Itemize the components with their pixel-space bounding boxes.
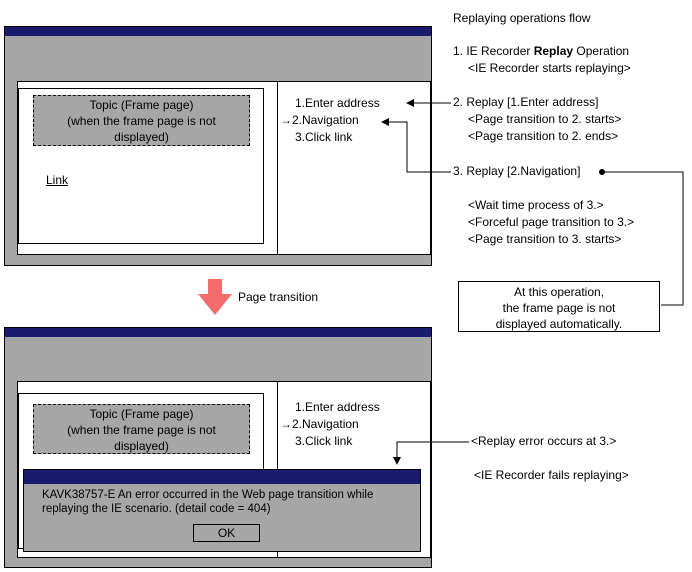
op-enter-address: 1.Enter address	[295, 400, 380, 414]
flow-step1-suffix: Operation	[573, 44, 630, 58]
flow-step2-sub1: <Page transition to 2. starts>	[468, 112, 622, 126]
flow-step2: 2. Replay [1.Enter address]	[453, 95, 599, 109]
flow-step1-bold: Replay	[533, 44, 574, 58]
replay-fail-text: <IE Recorder fails replaying>	[474, 468, 629, 482]
line-step3-to-callout	[602, 171, 684, 306]
browser-content-pane: Topic (Frame page) (when the frame page …	[17, 81, 431, 255]
error-dialog: KAVK38757-E An error occurred in the Web…	[23, 469, 421, 552]
topic-title: Topic (Frame page)	[89, 407, 194, 421]
op-navigation: →2.Navigation	[280, 417, 359, 431]
page-link[interactable]: Link	[46, 173, 69, 187]
page-transition-label: Page transition	[238, 290, 319, 304]
callout-line1: At this operation,	[513, 285, 605, 299]
flow-step3-sub3: <Page transition to 3. starts>	[468, 232, 622, 246]
topic-frame-box: Topic (Frame page) (when the frame page …	[33, 404, 250, 454]
flow-step1: 1. IE Recorder Replay Operation	[453, 43, 629, 60]
flow-step1-prefix: 1. IE Recorder	[453, 44, 534, 58]
flow-step3: 3. Replay [2.Navigation]	[453, 164, 581, 178]
window-title-bar	[5, 328, 431, 337]
flow-step1-sub: <IE Recorder starts replaying>	[468, 61, 631, 75]
error-dialog-title-bar	[24, 470, 420, 484]
ok-button[interactable]: OK	[193, 524, 260, 542]
error-message-line1: KAVK38757-E An error occurred in the Web…	[42, 489, 374, 501]
callout-line3: displayed automatically.	[495, 317, 623, 331]
op-click-link: 3.Click link	[295, 434, 353, 448]
topic-note-line1: (when the frame page is not	[67, 423, 216, 437]
replay-error-text: <Replay error occurs at 3.>	[471, 434, 617, 448]
topic-title: Topic (Frame page)	[89, 98, 194, 112]
op-click-link: 3.Click link	[295, 130, 353, 144]
op-enter-address: 1.Enter address	[295, 96, 380, 110]
arrow-error-to-dialog	[393, 441, 469, 465]
error-message-line2: replaying the IE scenario. (detail code …	[42, 503, 271, 515]
callout-line2: the frame page is not	[502, 301, 616, 315]
flow-step2-sub2: <Page transition to 2. ends>	[468, 129, 619, 143]
flow-step3-sub1: <Wait time process of 3.>	[468, 198, 604, 212]
arrow-step3-to-navigation	[381, 118, 451, 173]
topic-note-line1: (when the frame page is not	[67, 114, 216, 128]
pane-divider	[277, 82, 278, 254]
topic-note-line2: displayed)	[114, 130, 169, 144]
flow-title: Replaying operations flow	[453, 11, 591, 25]
page-transition-arrow-icon	[198, 279, 232, 315]
flow-step3-sub2: <Forceful page transition to 3.>	[468, 215, 635, 229]
topic-frame-box: Topic (Frame page) (when the frame page …	[33, 95, 250, 146]
window-title-bar	[5, 27, 431, 36]
topic-note-line2: displayed)	[114, 439, 169, 453]
browser-window-top: Topic (Frame page) (when the frame page …	[4, 26, 432, 266]
op-navigation: →2.Navigation	[280, 113, 359, 127]
callout-note: At this operation, the frame page is not…	[458, 281, 660, 332]
browser-window-bottom: Topic (Frame page) (when the frame page …	[4, 327, 432, 568]
frame-page-panel: Topic (Frame page) (when the frame page …	[18, 88, 264, 244]
